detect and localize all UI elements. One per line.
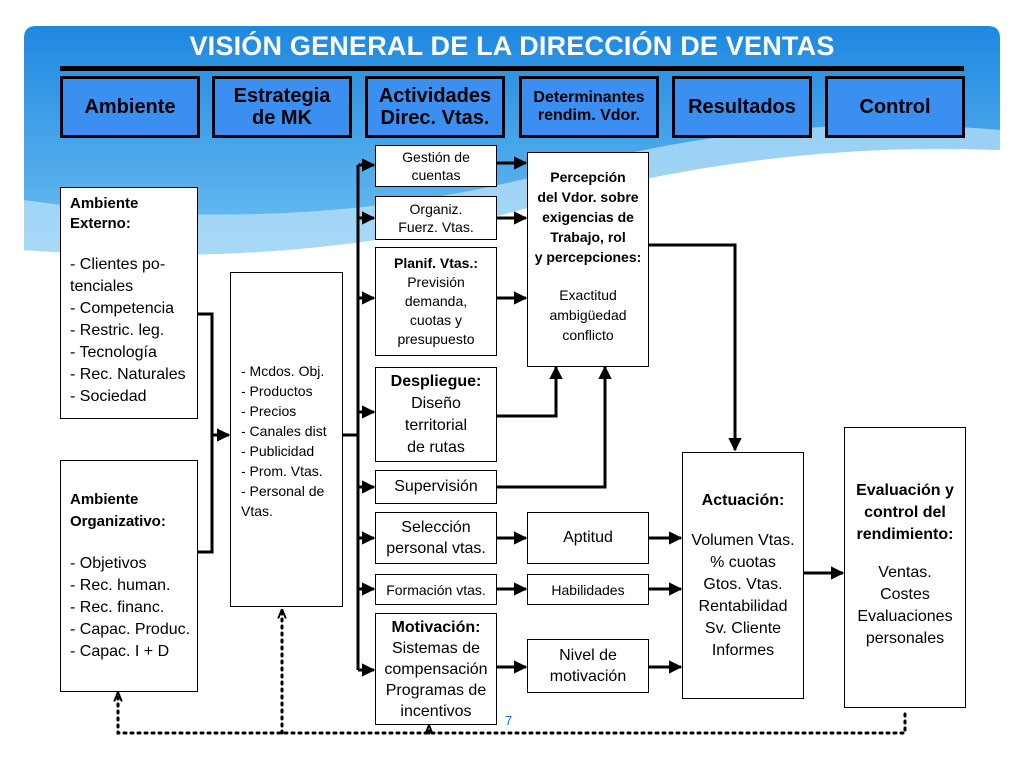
- actuacion-body: Volumen Vtas. % cuotas Gtos. Vtas. Renta…: [691, 531, 795, 659]
- header-control: Control: [825, 76, 965, 138]
- despliegue-title: Despliegue:: [390, 372, 482, 390]
- actuacion-title: Actuación:: [701, 491, 785, 509]
- evaluacion-title: Evaluación y control del rendimiento:: [856, 482, 954, 543]
- slide-title: VISIÓN GENERAL DE LA DIRECCIÓN DE VENTAS: [189, 31, 835, 61]
- planif-vtas-body: Previsión demanda, cuotas y presupuesto: [397, 274, 475, 347]
- title-underline: [60, 66, 964, 71]
- planif-vtas-title: Planif. Vtas.:: [393, 255, 479, 271]
- gestion-cuentas-box: Gestión de cuentas: [375, 145, 497, 187]
- ambiente-organizativo-heading: Ambiente Organizativo:: [70, 491, 166, 530]
- aptitud-box: Aptitud: [527, 512, 649, 564]
- motivacion-title: Motivación:: [391, 618, 481, 636]
- page-number: 7: [505, 713, 513, 728]
- nivel-motivacion-box: Nivel de motivación: [527, 639, 649, 693]
- estrategia-mk-list: - Mcdos. Obj. - Productos - Precios - Ca…: [241, 363, 327, 519]
- formacion-box: Formación vtas.: [375, 574, 497, 605]
- percepcion-title: Percepción del Vdor. sobre exigencias de…: [534, 169, 642, 265]
- header-resultados: Resultados: [672, 76, 812, 138]
- percepcion-body: Exactitud ambigüedad conflicto: [549, 287, 627, 343]
- estrategia-mk-box: - Mcdos. Obj. - Productos - Precios - Ca…: [230, 272, 343, 607]
- ambiente-organizativo-list: - Objetivos - Rec. human. - Rec. financ.…: [70, 555, 191, 660]
- actuacion-box: Actuación: Volumen Vtas. % cuotas Gtos. …: [682, 452, 804, 699]
- habilidades-box: Habilidades: [527, 574, 649, 605]
- planif-vtas-box: Planif. Vtas.: Previsión demanda, cuotas…: [375, 247, 497, 356]
- despliegue-box: Despliegue: Diseño territorial de rutas: [375, 367, 497, 462]
- evaluacion-body: Ventas. Costes Evaluaciones personales: [857, 564, 953, 647]
- ambiente-externo-heading: Ambiente Externo:: [70, 195, 139, 232]
- header-actividades: Actividades Direc. Vtas.: [365, 76, 505, 138]
- header-estrategia-mk: Estrategia de MK: [212, 76, 352, 138]
- ambiente-organizativo-box: Ambiente Organizativo: - Objetivos - Rec…: [60, 460, 198, 692]
- supervision-box: Supervisión: [375, 470, 497, 504]
- despliegue-body: Diseño territorial de rutas: [404, 394, 468, 456]
- seleccion-box: Selección personal vtas.: [375, 512, 497, 564]
- ambiente-externo-list: - Clientes po- tenciales - Competencia -…: [70, 256, 186, 405]
- motivacion-box: Motivación: Sistemas de compensación Pro…: [375, 613, 497, 725]
- header-determinantes: Determinantes rendim. Vdor.: [519, 76, 659, 138]
- evaluacion-control-box: Evaluación y control del rendimiento: Ve…: [844, 427, 966, 708]
- percepcion-box: Percepción del Vdor. sobre exigencias de…: [527, 152, 649, 367]
- motivacion-body: Sistemas de compensación Programas de in…: [384, 639, 488, 720]
- header-ambiente: Ambiente: [60, 76, 200, 138]
- organiz-fuerza-box: Organiz. Fuerz. Vtas.: [375, 196, 497, 240]
- ambiente-externo-box: Ambiente Externo: - Clientes po- tencial…: [60, 187, 198, 419]
